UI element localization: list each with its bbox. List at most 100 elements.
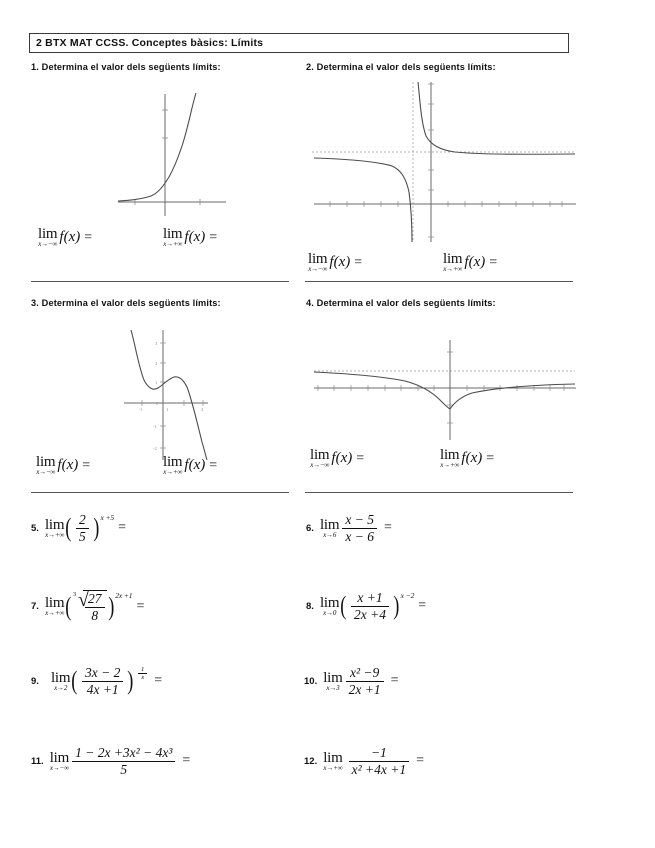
function-notation: f(x) xyxy=(461,450,483,466)
exercise-7-number: 7. xyxy=(31,601,39,613)
problem-4-prompt: 4. Determina el valor dels següents lími… xyxy=(306,298,496,308)
function-notation: f(x) xyxy=(59,229,81,245)
root-index: 3 xyxy=(73,591,77,598)
right-paren: ) xyxy=(107,591,114,621)
problem-4-graph xyxy=(300,340,580,440)
equals-sign: = xyxy=(136,598,145,614)
equals-sign: = xyxy=(354,254,363,270)
function-notation: f(x) xyxy=(331,450,353,466)
equals-sign: = xyxy=(486,450,495,466)
limit-operator: lim x→+∞ xyxy=(443,251,463,273)
function-notation: f(x) xyxy=(184,457,206,473)
problem-3-graph: -1 1 2 0 3 2 1 -1 -2 xyxy=(100,330,280,460)
svg-text:-1: -1 xyxy=(139,407,143,412)
limit-operator: lim x→3 xyxy=(323,669,343,692)
exercise-10-number: 10. xyxy=(304,675,318,687)
problem-3-prompt: 3. Determina el valor dels següents lími… xyxy=(31,298,221,308)
function-notation: f(x) xyxy=(464,254,486,270)
right-paren: ) xyxy=(127,666,134,696)
limit-operator: lim x→−∞ xyxy=(49,749,70,772)
document-title-box: 2 BTX MAT CCSS. Conceptes bàsics: Límits xyxy=(29,33,569,53)
equals-sign: = xyxy=(209,457,218,473)
problem-4-answer-2: lim x→+∞ f(x)= xyxy=(440,448,494,469)
equals-sign: = xyxy=(82,457,91,473)
problem-2-prompt: 2. Determina el valor dels següents lími… xyxy=(306,62,496,72)
svg-text:2: 2 xyxy=(201,407,203,412)
equals-sign: = xyxy=(154,673,163,689)
problem-2-answer-1: lim x→−∞ f(x)= xyxy=(308,252,362,273)
left-paren: ( xyxy=(71,666,78,696)
problem-2-answer-2: lim x→+∞ f(x)= xyxy=(443,252,497,273)
limit-operator: lim x→+∞ xyxy=(440,447,460,469)
right-paren: ) xyxy=(393,591,400,621)
function-notation: f(x) xyxy=(329,254,351,270)
limit-operator: lim x→+∞ xyxy=(44,595,65,618)
svg-text:2: 2 xyxy=(155,361,157,366)
limit-operator: lim x→−∞ xyxy=(36,454,56,476)
equals-sign: = xyxy=(182,753,191,769)
section-divider-left xyxy=(31,281,289,282)
svg-text:0: 0 xyxy=(156,401,159,406)
equals-sign: = xyxy=(418,598,427,614)
problem-3-answer-2: lim x→+∞ f(x)= xyxy=(163,455,217,476)
function-notation: f(x) xyxy=(184,229,206,245)
problem-1-answer-1: lim x→−∞ f(x)= xyxy=(38,227,92,248)
exponent: 2x +1 xyxy=(115,591,133,600)
right-paren: ) xyxy=(93,513,100,543)
section-divider-left-2 xyxy=(31,492,289,493)
function-notation: f(x) xyxy=(57,457,79,473)
page-title: 2 BTX MAT CCSS. Conceptes bàsics: Límits xyxy=(36,37,264,49)
equals-sign: = xyxy=(390,673,399,689)
left-paren: ( xyxy=(340,591,347,621)
problem-4-answer-1: lim x→−∞ f(x)= xyxy=(310,448,364,469)
exercise-6-number: 6. xyxy=(306,522,314,534)
svg-text:-1: -1 xyxy=(153,424,157,429)
limit-operator: lim x→−∞ xyxy=(310,447,330,469)
limit-operator: lim x→−∞ xyxy=(308,251,328,273)
limit-operator: lim x→+∞ xyxy=(163,454,183,476)
exponent: x +5 xyxy=(100,513,115,522)
exercise-9-number: 9. xyxy=(31,675,39,687)
limit-operator: lim x→+∞ xyxy=(323,749,343,772)
left-paren: ( xyxy=(65,591,72,621)
limit-operator: lim x→−∞ xyxy=(38,226,58,248)
problem-1-prompt: 1. Determina el valor dels següents lími… xyxy=(31,62,221,72)
equals-sign: = xyxy=(84,229,93,245)
equals-sign: = xyxy=(489,254,498,270)
radical-sign: √ xyxy=(78,589,89,611)
limit-operator: lim x→0 xyxy=(319,594,340,617)
svg-text:1: 1 xyxy=(166,407,168,412)
equals-sign: = xyxy=(356,450,365,466)
svg-text:-2: -2 xyxy=(153,446,157,451)
exercise-11-number: 11. xyxy=(31,755,44,767)
left-paren: ( xyxy=(65,513,72,543)
limit-operator: lim x→6 xyxy=(319,516,340,539)
svg-text:3: 3 xyxy=(155,341,158,346)
exercise-12-number: 12. xyxy=(304,755,318,767)
problem-1-answer-2: lim x→+∞ f(x)= xyxy=(163,227,217,248)
limit-operator: lim x→2 xyxy=(50,669,71,692)
equals-sign: = xyxy=(209,229,218,245)
equals-sign: = xyxy=(383,520,392,536)
problem-2-graph xyxy=(300,82,580,242)
limit-operator: lim x→+∞ xyxy=(163,226,183,248)
